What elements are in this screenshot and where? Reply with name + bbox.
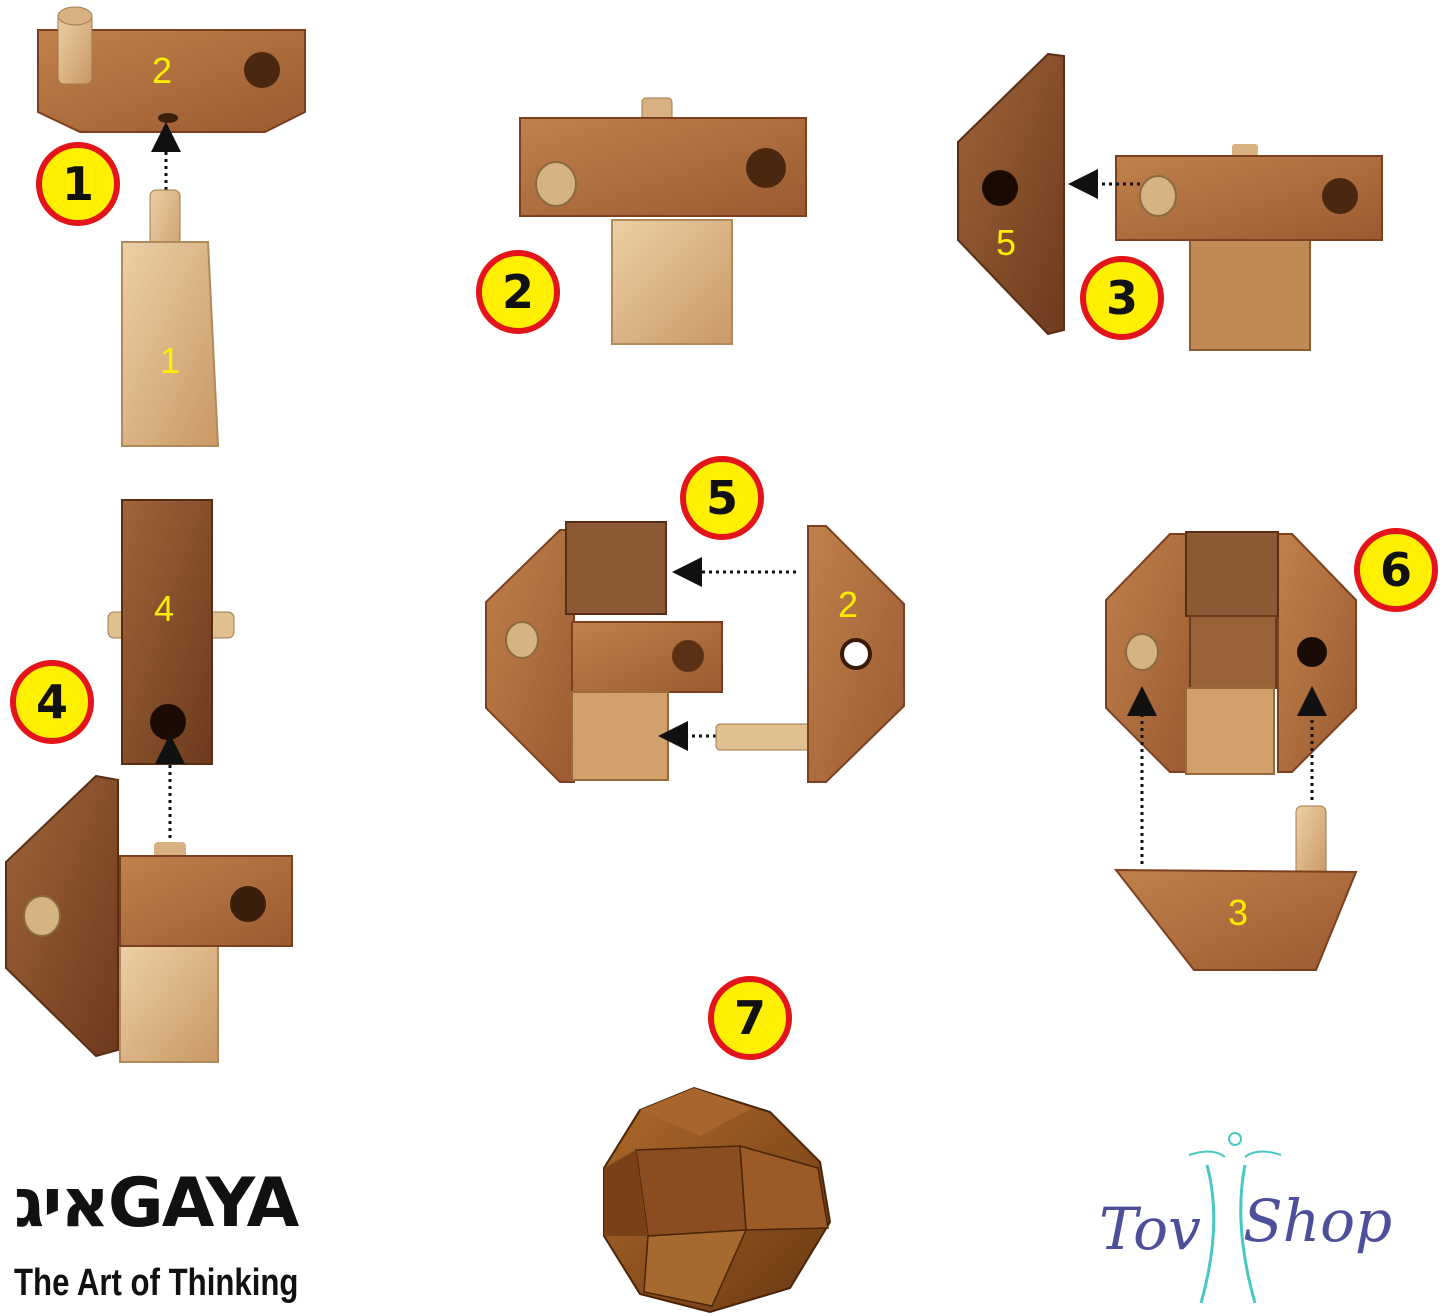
step-badge-3: 3 <box>1080 256 1164 340</box>
step5-illustration <box>486 522 904 782</box>
step-badge-7: 7 <box>708 976 792 1060</box>
piece-label-step1-top: 2 <box>152 50 172 92</box>
gaya-wordmark: איגGAYA <box>14 1170 297 1238</box>
step-badge-6: 6 <box>1354 528 1438 612</box>
piece-label-step6-bottom: 3 <box>1228 892 1248 934</box>
gaya-tagline: The Art of Thinking <box>14 1262 298 1305</box>
piece-label-step1-bottom: 1 <box>160 340 180 382</box>
step-badge-4: 4 <box>10 660 94 744</box>
step7-illustration <box>604 1088 830 1312</box>
tovshop-tov-text: Tov <box>1099 1195 1201 1263</box>
step-badge-5: 5 <box>680 456 764 540</box>
step4-illustration <box>6 500 292 1062</box>
tovshop-shop-text: Shop <box>1243 1187 1392 1255</box>
tovshop-logo: Tov Shop <box>1085 1125 1385 1310</box>
step-badge-2: 2 <box>476 250 560 334</box>
piece-label-step3-left: 5 <box>996 222 1016 264</box>
step3-illustration <box>958 54 1382 350</box>
step2-illustration <box>520 98 806 344</box>
piece-label-step4-top: 4 <box>154 588 174 630</box>
piece-label-step5-right: 2 <box>838 584 858 626</box>
gaya-logo: איגGAYA The Art of Thinking <box>14 1170 314 1310</box>
step-badge-1: 1 <box>36 142 120 226</box>
